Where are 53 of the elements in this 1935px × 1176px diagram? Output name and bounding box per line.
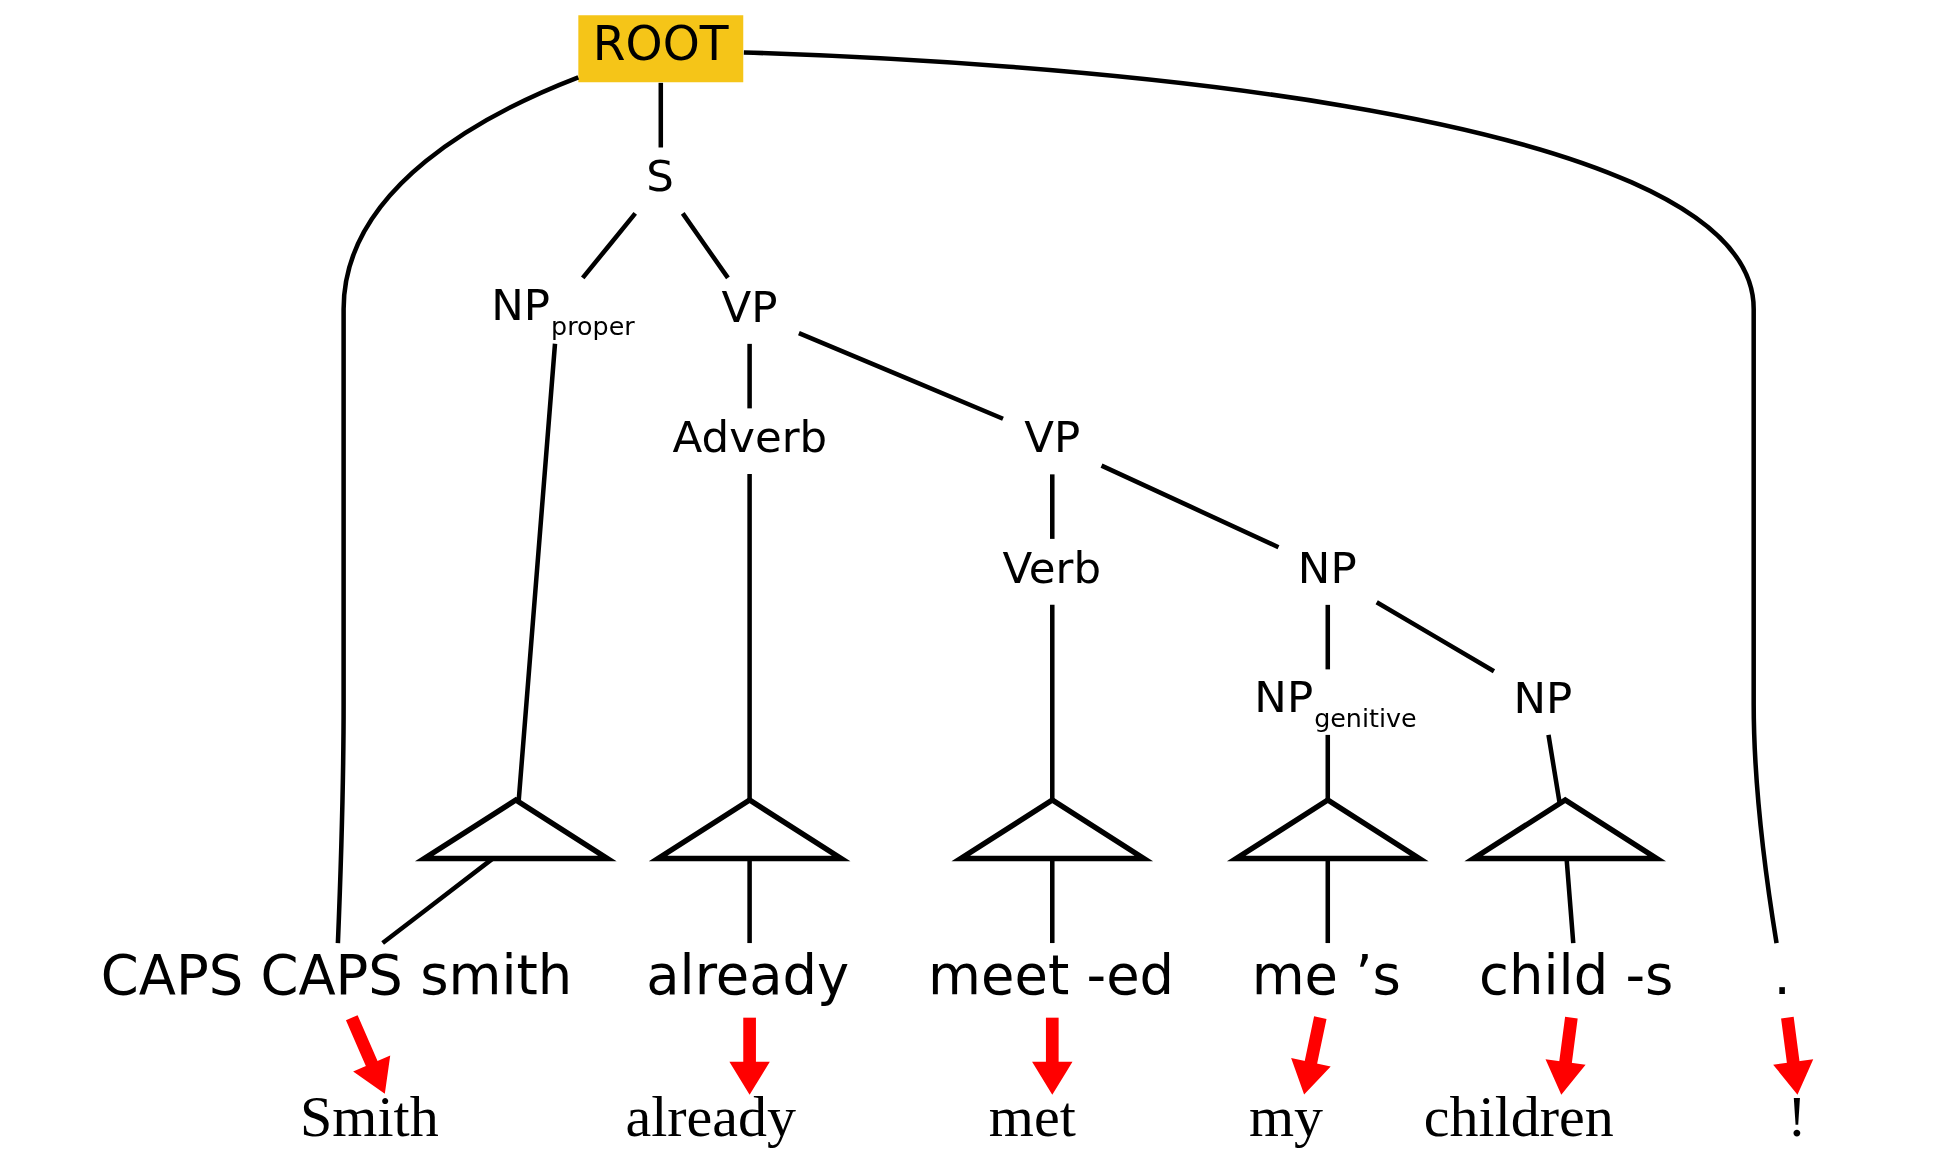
arrow [1290,1016,1331,1095]
node-triangle [1463,796,1666,862]
connector [743,50,1779,944]
connector [1100,463,1279,550]
connector [1563,858,1575,944]
connector [1325,734,1330,800]
node-text: . [1773,943,1791,1007]
node-text: child -s [1478,943,1673,1007]
node-text: NP [1297,542,1357,593]
connector [1545,734,1562,804]
connector [797,331,1004,421]
arrow [1031,1017,1072,1095]
arrow [1545,1016,1586,1095]
node-text: met [988,1084,1076,1150]
node-triangle [950,796,1153,862]
node-text: Adverb [672,412,827,463]
node-text: VP [721,281,777,332]
connector [335,75,579,944]
connector [658,82,663,148]
node-text: meet -ed [927,943,1174,1007]
arrow [345,1015,390,1094]
node-text: already [624,1084,796,1150]
node-text: CAPS CAPS smith [100,943,572,1007]
node-text: VP [1023,412,1080,463]
node-triangle [648,796,850,862]
node-text: children [1423,1084,1614,1150]
connector [1325,604,1330,670]
node-text: NP$_{proper}$ [490,280,635,342]
node-text: S [645,151,674,202]
connector [746,858,752,944]
node-text: ! [1786,1084,1807,1150]
connector [1325,858,1330,944]
connector [515,343,557,802]
node-text: Smith [299,1084,439,1150]
node-text: Verb [1001,542,1101,593]
connector [1375,600,1495,674]
node-triangle [1226,796,1429,862]
node-text: me ’s [1251,943,1401,1007]
connector [580,211,637,280]
node-text: already [645,943,849,1007]
connector [1049,604,1055,801]
node-triangle [414,796,617,862]
connector [1049,474,1055,539]
connector [680,212,730,280]
node-text: NP$_{genitive}$ [1253,671,1417,733]
node-text: NP [1513,673,1572,724]
connector [746,343,752,409]
connector [1049,858,1055,944]
connector [746,473,752,800]
arrow [1772,1016,1813,1095]
node-box: ROOT [577,15,743,83]
arrow [728,1017,770,1095]
node-text: my [1248,1084,1323,1150]
